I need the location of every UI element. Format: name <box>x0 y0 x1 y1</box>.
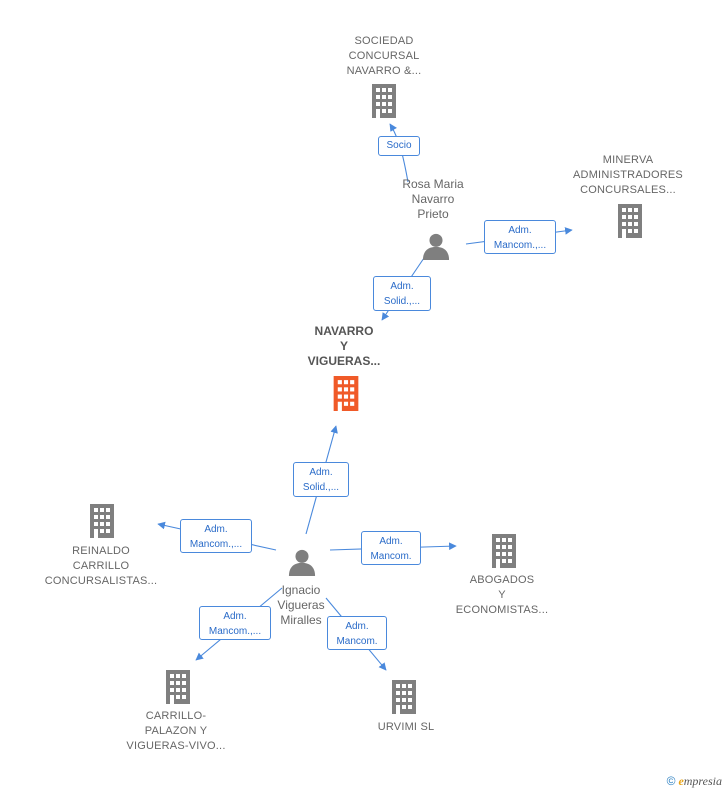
edge-label-rosa-minerva[interactable]: Adm. Mancom.,... <box>484 220 556 254</box>
minerva-label[interactable]: MINERVA ADMINISTRADORES CONCURSALES... <box>573 154 683 196</box>
carrillo-label[interactable]: CARRILLO- PALAZON Y VIGUERAS-VIVO... <box>126 710 226 752</box>
reinaldo-label[interactable]: REINALDO CARRILLO CONCURSALISTAS... <box>44 545 158 587</box>
edge-label-ignacio-urvimi[interactable]: Adm. Mancom. <box>327 616 387 650</box>
urvimi-label[interactable]: URVIMI SL <box>377 721 435 733</box>
edge-label-ignacio-abogados[interactable]: Adm. Mancom. <box>361 531 421 565</box>
brand-name: mpresia <box>683 774 722 788</box>
edge-label-socio[interactable]: Socio <box>378 136 420 156</box>
sociedad-building-icon[interactable] <box>372 84 396 118</box>
ignacio-label[interactable]: Ignacio Vigueras Miralles <box>277 583 325 627</box>
carrillo-building-icon[interactable] <box>166 670 190 704</box>
copyright-icon: © <box>666 774 676 788</box>
abogados-building-icon[interactable] <box>492 534 516 568</box>
urvimi-building-icon[interactable] <box>392 680 416 714</box>
rosa-person-icon[interactable] <box>422 233 450 260</box>
edge-label-ignacio-carrillo[interactable]: Adm. Mancom.,... <box>199 606 271 640</box>
abogados-label[interactable]: ABOGADOS Y ECONOMISTAS... <box>455 574 549 616</box>
edge-label-ignacio-reinaldo[interactable]: Adm. Mancom.,... <box>180 519 252 553</box>
reinaldo-building-icon[interactable] <box>90 504 114 538</box>
edge-label-ignacio-navarro[interactable]: Adm. Solid.,... <box>293 462 349 497</box>
navarro-label[interactable]: NAVARRO Y VIGUERAS... <box>307 324 381 368</box>
rosa-label[interactable]: Rosa Maria Navarro Prieto <box>402 177 464 221</box>
minerva-building-icon[interactable] <box>618 204 642 238</box>
brand-logo: © empresia <box>667 774 722 789</box>
navarro-building-icon[interactable] <box>333 376 359 411</box>
edge-label-rosa-navarro[interactable]: Adm. Solid.,... <box>373 276 431 311</box>
sociedad-label[interactable]: SOCIEDAD CONCURSAL NAVARRO &... <box>346 35 422 77</box>
brand-initial: e <box>678 774 684 788</box>
ignacio-person-icon[interactable] <box>288 549 316 576</box>
